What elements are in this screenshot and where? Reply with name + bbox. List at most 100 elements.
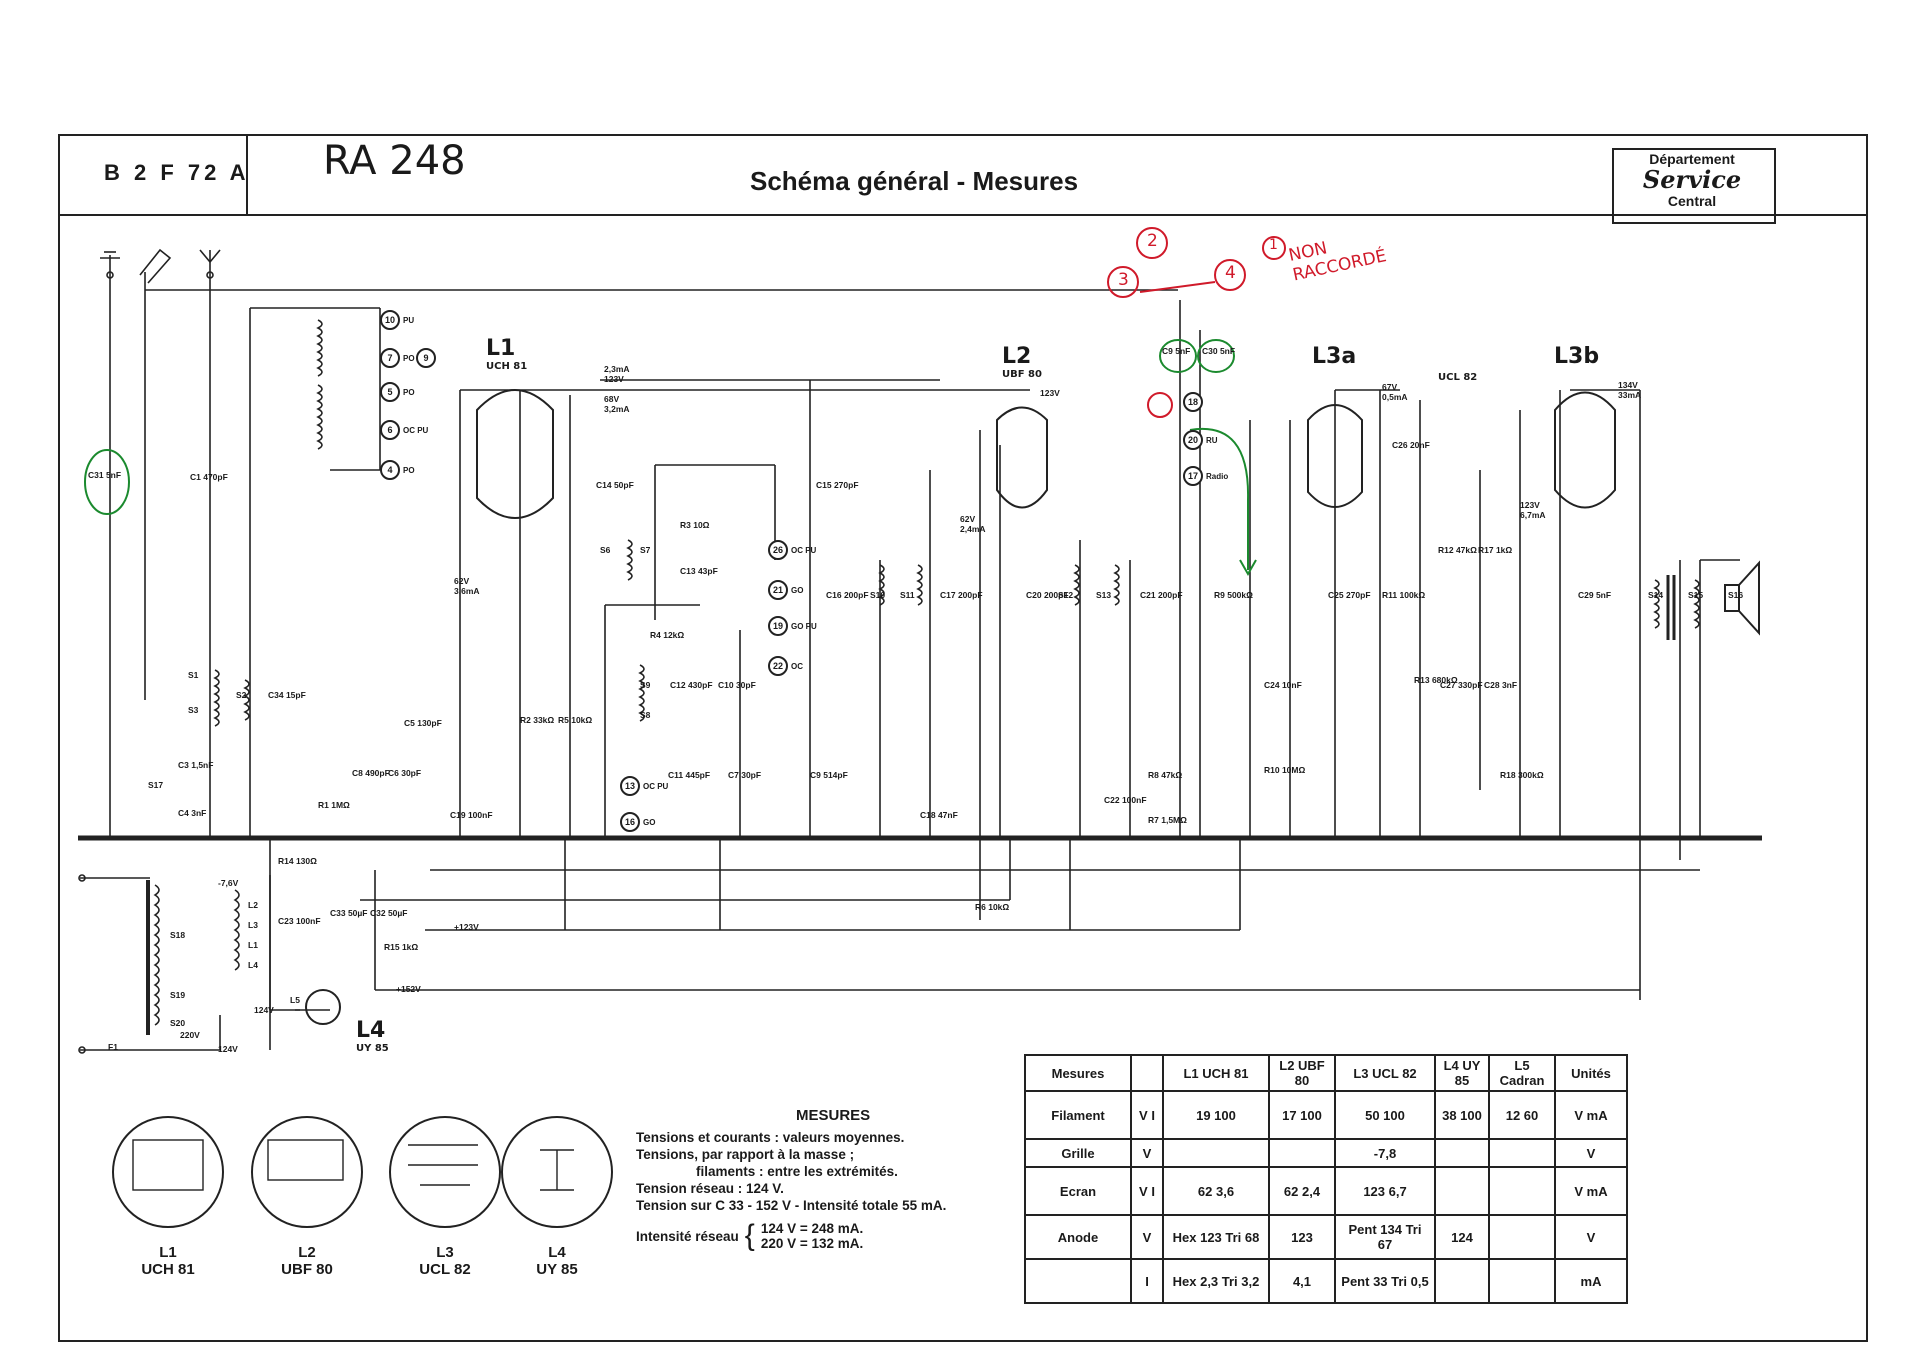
component-label: C10 30pF — [718, 680, 756, 690]
pinout-l1-label: L1 — [159, 1244, 177, 1261]
table-cell: Pent 134 Tri 67 — [1334, 1214, 1436, 1260]
table-cell: Anode — [1024, 1214, 1132, 1260]
component-label: R12 47kΩ — [1438, 545, 1477, 555]
component-label: S7 — [640, 545, 651, 555]
table-header-cell: L3 UCL 82 — [1334, 1054, 1436, 1092]
circled-number-2: 2 — [1147, 231, 1158, 251]
voltage-label: -7,6V — [218, 878, 239, 888]
component-label: C5 130pF — [404, 718, 442, 728]
component-label: C14 50pF — [596, 480, 634, 490]
component-label: C32 50µF — [370, 908, 408, 918]
mesures-notes: MESURES Tensions et courants : valeurs m… — [636, 1107, 1016, 1253]
voltage-label: +152V — [396, 984, 421, 994]
component-label: C26 20nF — [1392, 440, 1430, 450]
table-header-cell: L2 UBF 80 — [1268, 1054, 1336, 1092]
table-cell: Filament — [1024, 1090, 1132, 1140]
circled-number-1: 1 — [1269, 237, 1278, 253]
table-cell: 12 60 — [1488, 1090, 1556, 1140]
component-label: C9 514pF — [810, 770, 848, 780]
table-cell — [1488, 1214, 1556, 1260]
voltage-label: 6,7mA — [1520, 510, 1546, 520]
intensite-block: Intensité réseau { 124 V = 248 mA. 220 V… — [636, 1219, 1016, 1253]
voltage-label: 134V — [1618, 380, 1638, 390]
switch-contact-number: 7 — [380, 348, 400, 368]
handwritten-model: RA 248 — [323, 138, 466, 184]
department-logo: Département Service Central — [1614, 151, 1770, 209]
intensite-label: Intensité réseau — [636, 1228, 739, 1244]
component-label: S3 — [188, 705, 199, 715]
intensite-values: 124 V = 248 mA. 220 V = 132 mA. — [761, 1221, 863, 1251]
switch-contact-number: 5 — [380, 382, 400, 402]
switch-contact: 18 — [1183, 392, 1203, 412]
switch-contact-number: 20 — [1183, 430, 1203, 450]
voltage-label: 124V — [254, 1005, 274, 1015]
table-cell: mA — [1554, 1258, 1628, 1304]
component-label: R8 47kΩ — [1148, 770, 1183, 780]
component-label: C25 270pF — [1328, 590, 1371, 600]
switch-contact-label: PO — [403, 353, 415, 363]
component-label: C34 15pF — [268, 690, 306, 700]
table-header-cell: Mesures — [1024, 1054, 1132, 1092]
circled-number-4: 4 — [1225, 263, 1236, 283]
component-label: R13 680kΩ — [1414, 675, 1458, 685]
table-cell: V — [1554, 1214, 1628, 1260]
table-cell — [1162, 1138, 1270, 1168]
pinout-l1-type: UCH 81 — [141, 1261, 195, 1278]
voltage-label: 123V — [604, 374, 624, 384]
wiring — [78, 272, 1762, 1051]
component-label: C1 470pF — [190, 472, 228, 482]
component-label: R14 130Ω — [278, 856, 317, 866]
table-cell: 123 — [1268, 1214, 1336, 1260]
component-label: C12 430pF — [670, 680, 713, 690]
table-cell — [1268, 1138, 1336, 1168]
table-cell: 19 100 — [1162, 1090, 1270, 1140]
component-label: S6 — [600, 545, 611, 555]
table-header-cell: L5 Cadran — [1488, 1054, 1556, 1092]
antenna-ground-icons — [78, 248, 221, 1054]
model-code: B 2 F 72 A — [104, 160, 250, 185]
switch-contact-label: PO — [403, 465, 415, 475]
department-line-2: Service — [1642, 165, 1742, 195]
component-label: C4 3nF — [178, 808, 207, 818]
component-label: C11 445pF — [668, 770, 711, 780]
table-cell: 62 2,4 — [1268, 1166, 1336, 1216]
voltage-label: 3,6mA — [454, 586, 480, 596]
component-label: C21 200pF — [1140, 590, 1183, 600]
mesures-heading: MESURES — [796, 1107, 871, 1124]
component-label: C29 5nF — [1578, 590, 1612, 600]
mesures-line-1: Tensions et courants : valeurs moyennes. — [636, 1130, 905, 1145]
table-cell: V I — [1130, 1166, 1164, 1216]
intensite-value-220: 220 V = 132 mA. — [760, 1236, 864, 1251]
voltage-label: 2,4mA — [960, 524, 986, 534]
tube-label-l4: L4 UY 85 — [356, 1018, 389, 1054]
measurements-table: Mesures L1 UCH 81 L2 UBF 80 L3 UCL 82 L4… — [1024, 1054, 1628, 1304]
component-label: L1 — [248, 940, 258, 950]
voltage-label: +123V — [454, 922, 479, 932]
component-label: S14 — [1648, 590, 1664, 600]
voltage-label: 0,5mA — [1382, 392, 1408, 402]
component-label: C30 5nF — [1202, 346, 1236, 356]
tube-l1-id: L1 — [486, 336, 516, 361]
green-annotations — [84, 339, 1257, 577]
table-cell: V — [1554, 1138, 1628, 1168]
table-cell: 123 6,7 — [1334, 1166, 1436, 1216]
switch-contact-number: 21 — [768, 580, 788, 600]
table-cell — [1488, 1138, 1556, 1168]
component-label: C7 30pF — [728, 770, 762, 780]
component-label: C28 3nF — [1484, 680, 1518, 690]
component-label: S1 — [188, 670, 199, 680]
table-cell: V — [1130, 1138, 1164, 1168]
component-label: R7 1,5MΩ — [1148, 815, 1187, 825]
table-cell: Hex 123 Tri 68 — [1162, 1214, 1270, 1260]
table-cell — [1488, 1258, 1556, 1304]
tube-l2-type: UBF 80 — [1002, 369, 1042, 380]
